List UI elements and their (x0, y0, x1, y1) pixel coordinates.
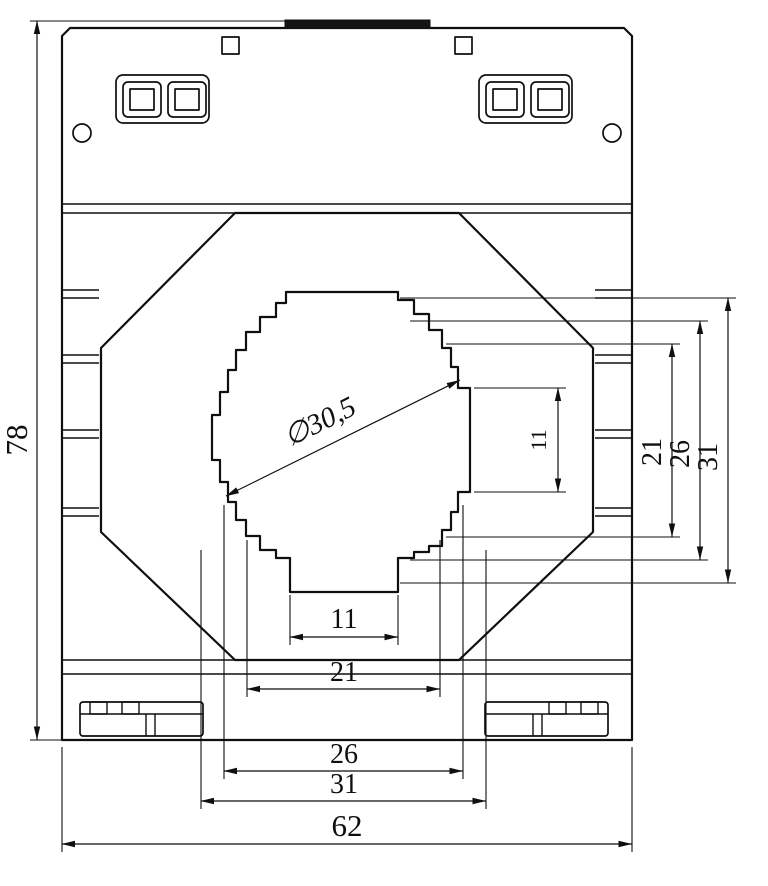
top-hole-left (221, 36, 240, 55)
dim-label-78: 78 (0, 425, 34, 456)
side-fins (62, 289, 632, 517)
dim-bottom-31: 31 (200, 550, 487, 809)
dim-bottom-26: 26 (223, 505, 464, 779)
din-clip-right (484, 701, 609, 737)
octagon-face (99, 211, 595, 662)
dim-label-bottom-21: 21 (330, 657, 358, 688)
mount-hole-right (602, 123, 622, 143)
dim-label-bottom-26: 26 (330, 739, 358, 770)
dim-right-11: 11 (474, 387, 566, 493)
dim-label-right-31: 31 (693, 443, 724, 471)
dim-right-26: 26 (410, 320, 708, 561)
top-hole-right (454, 36, 473, 55)
dim-label-right-11: 11 (526, 429, 551, 450)
dim-width-62: 62 (61, 747, 633, 852)
terminal-block-right (478, 74, 573, 124)
dimensions: 78 11 21 26 31 (0, 20, 736, 852)
mount-hole-left (72, 123, 92, 143)
dim-bottom-21: 21 (246, 540, 441, 697)
top-rib (284, 19, 431, 29)
dim-right-21: 21 (446, 343, 680, 538)
dim-label-right-26: 26 (665, 440, 696, 468)
transformer-body (60, 19, 634, 742)
dim-label-62: 62 (332, 808, 363, 843)
terminal-block-left (115, 74, 210, 124)
dim-label-bottom-31: 31 (330, 769, 358, 800)
dim-bottom-11: 11 (289, 595, 399, 645)
dim-label-right-21: 21 (637, 438, 668, 466)
aperture-opening (210, 290, 472, 594)
dim-label-bottom-11: 11 (331, 604, 358, 635)
dim-height-78: 78 (0, 20, 287, 741)
dim-label-diameter: ∅30,5 (279, 391, 361, 453)
case-outline (60, 26, 634, 742)
dim-right-31: 31 (400, 297, 736, 584)
din-clip-left (79, 701, 204, 737)
dim-diameter: ∅30,5 (225, 379, 461, 497)
